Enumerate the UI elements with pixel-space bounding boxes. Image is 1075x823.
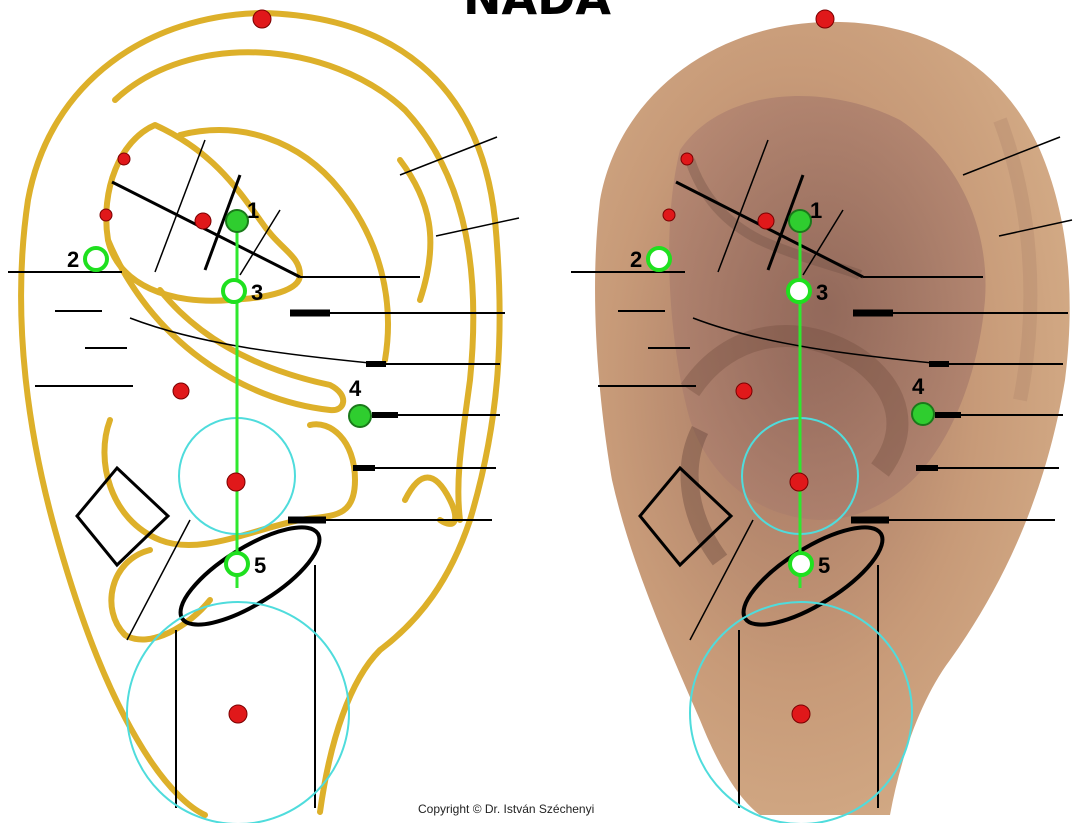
ear-photo [595, 22, 1070, 815]
pointer-upper-right-2 [436, 218, 519, 236]
red-point-fossa [195, 213, 211, 229]
point-3-label: 3 [251, 280, 263, 305]
point-3-label-right: 3 [816, 280, 828, 305]
guide-lines [8, 137, 519, 808]
red-point-small-1 [118, 153, 130, 165]
point-4-marker-right [912, 403, 934, 425]
point-5-label-right: 5 [818, 553, 830, 578]
point-3-marker-right [788, 280, 810, 302]
point-4-label-right: 4 [912, 374, 925, 399]
point-1-label-right: 1 [810, 198, 822, 223]
diamond-marker [77, 468, 168, 565]
point-1-marker-right [789, 210, 811, 232]
red-point-apex [253, 10, 271, 28]
antihelix-body [108, 240, 343, 410]
point-1-label: 1 [247, 198, 259, 223]
point-3-marker [223, 280, 245, 302]
copyright-text: Copyright © Dr. István Széchenyi [418, 802, 594, 816]
line-drawing-panel: 1 2 3 4 5 [8, 10, 519, 823]
point-2-label-right: 2 [630, 247, 642, 272]
red-point-small-2 [100, 209, 112, 221]
point-5-label: 5 [254, 553, 266, 578]
point-4-label: 4 [349, 376, 362, 401]
point-5-marker [226, 553, 248, 575]
page-title: NADA [463, 0, 611, 25]
red-point-concha [173, 383, 189, 399]
point-2-label: 2 [67, 247, 79, 272]
fossa-axis-line [112, 182, 300, 277]
red-point-lobe [229, 705, 247, 723]
point-2-marker-right [648, 248, 670, 270]
point-2-marker [85, 248, 107, 270]
photo-overlay-panel: 1 2 3 4 5 [571, 10, 1072, 823]
ellipse-marker [167, 510, 332, 642]
point-4-marker [349, 405, 371, 427]
red-point-zone-upper [227, 473, 245, 491]
antitragus-fold [405, 478, 455, 524]
point-1-marker [226, 210, 248, 232]
helix-ridge [400, 160, 430, 300]
point-5-marker-right [790, 553, 812, 575]
